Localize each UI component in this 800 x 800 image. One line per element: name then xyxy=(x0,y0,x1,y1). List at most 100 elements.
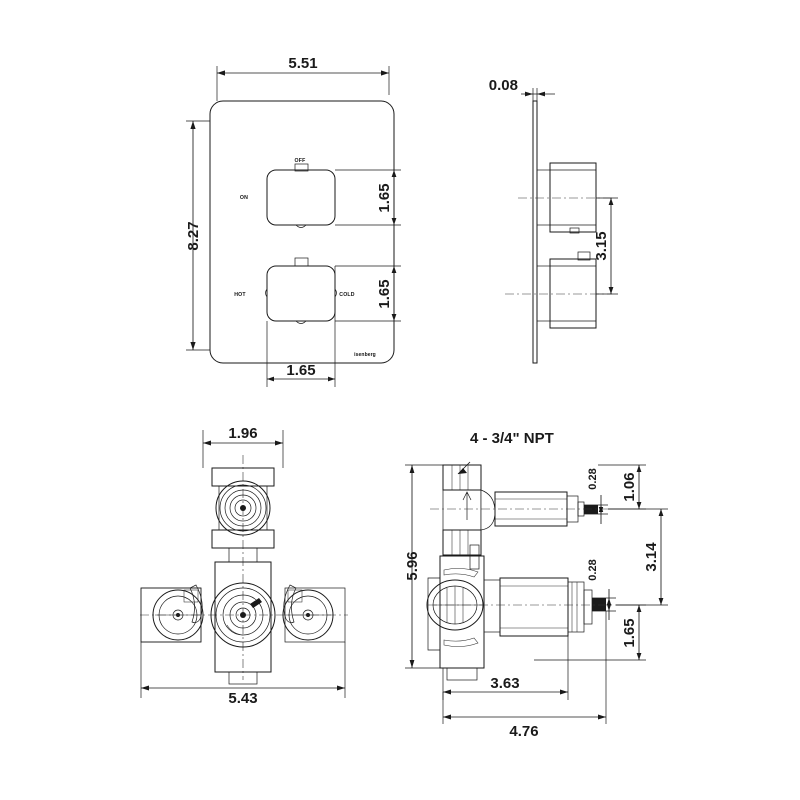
dim-valve-overall-width: 5.43 xyxy=(140,642,346,707)
top-port-ring-2 xyxy=(219,484,267,532)
main-hub-center xyxy=(240,612,246,618)
index-marker xyxy=(250,598,262,608)
dim-valve-overall-height: 5.96 xyxy=(404,464,443,669)
top-port-ring-3 xyxy=(224,489,262,527)
view-trim-plate-side: 0.08 3.15 xyxy=(489,77,618,364)
knob-body xyxy=(549,162,597,233)
hub-detail-arc xyxy=(226,624,244,636)
dim-lower-stem: 0.28 xyxy=(587,559,616,620)
arrow-head xyxy=(606,604,612,611)
arrow-head xyxy=(443,714,451,720)
callout-npt: 4 - 3/4" NPT xyxy=(457,430,554,475)
arrow-head xyxy=(598,714,606,720)
arrow-head xyxy=(203,440,211,446)
dim-handle-offset: 1.65 xyxy=(266,266,336,387)
main-hub-5 xyxy=(235,607,251,623)
upper-handle xyxy=(266,163,336,228)
dim-value-plate-height: 8.27 xyxy=(185,221,202,250)
lower-body-stub xyxy=(446,667,478,681)
arrow-head xyxy=(275,440,283,446)
arrow-head xyxy=(391,314,397,321)
dim-plate-width: 5.51 xyxy=(216,55,390,101)
main-hub-outer xyxy=(210,582,276,648)
dim-knob-spacing: 3.15 xyxy=(593,197,618,295)
right-bracket-arm xyxy=(283,584,297,623)
arrow-head xyxy=(537,91,545,97)
dim-value-upper-stem: 0.28 xyxy=(587,468,599,489)
arrow-head xyxy=(190,342,196,350)
lower-stem-spline xyxy=(592,598,606,611)
right-side-port xyxy=(282,584,346,643)
trim-plate-outline xyxy=(209,100,395,364)
view-trim-plate-front: OFF ON HOT COLD isenberg 5.51 xyxy=(185,55,401,387)
lower-cartridge-collar xyxy=(567,581,585,633)
arrow-head xyxy=(190,121,196,129)
lower-handle-body xyxy=(266,265,336,322)
upper-stem-spline xyxy=(584,505,598,514)
left-port-ring xyxy=(152,589,204,641)
arrow-head xyxy=(608,198,614,205)
arrow-head xyxy=(391,266,397,273)
arrow-head xyxy=(381,70,389,76)
dim-plate-thickness: 0.08 xyxy=(489,77,555,101)
upper-handle-notch xyxy=(295,224,307,228)
top-port xyxy=(211,467,275,563)
arrow-head xyxy=(636,465,642,472)
main-hub-2 xyxy=(215,587,271,643)
knob-tab xyxy=(569,227,580,234)
dim-value-bottom-to-lower-stem: 1.65 xyxy=(621,618,638,647)
label-hot: HOT xyxy=(234,292,246,298)
dim-upper-stem: 0.28 xyxy=(584,468,608,524)
top-port-barrel xyxy=(218,485,268,531)
lower-handle-right-detail xyxy=(334,288,337,298)
dim-value-body-depth: 3.63 xyxy=(490,675,519,692)
valve-main-body xyxy=(210,561,276,685)
upper-inlet-nut-lower xyxy=(442,529,482,556)
upper-inlet-chamber xyxy=(442,489,482,531)
view-valve-body-side: 4 - 3/4" NPT 0.28 0.28 1.06 xyxy=(404,430,668,740)
arrow-head xyxy=(409,660,415,668)
dim-value-top-to-upper-stem: 1.06 xyxy=(621,472,638,501)
dim-plate-height: 8.27 xyxy=(185,120,210,351)
knob-collar xyxy=(536,265,551,322)
arrow-head xyxy=(608,287,614,294)
plate-edge xyxy=(532,100,538,364)
lower-left-boss xyxy=(427,577,440,651)
dim-value-lower-stem: 0.28 xyxy=(587,559,599,580)
view-valve-body-front: 1.96 5.43 xyxy=(140,425,348,707)
lower-valve-assembly xyxy=(426,544,616,681)
dim-stem-spacing: 3.14 xyxy=(608,508,668,606)
lower-cartridge-body xyxy=(499,577,569,637)
left-bracket-arm xyxy=(189,584,203,623)
arrow-head xyxy=(328,376,335,382)
arrow-head xyxy=(560,689,568,695)
arrow-head xyxy=(598,507,604,514)
dim-top-to-upper-stem: 1.06 xyxy=(598,464,646,510)
dim-body-depth: 3.63 xyxy=(442,636,569,700)
lower-cartridge-shoulder xyxy=(583,589,593,625)
dim-upper-handle-height: 1.65 xyxy=(335,169,401,226)
top-port-ring-5 xyxy=(234,499,252,517)
dim-top-port-width: 1.96 xyxy=(202,425,284,468)
upper-inlet-nut xyxy=(442,464,482,491)
lower-handle-notch xyxy=(295,320,307,324)
upper-handle-indicator xyxy=(294,163,309,172)
dim-value-plate-thickness: 0.08 xyxy=(489,77,518,94)
leader-arrow xyxy=(458,468,467,474)
right-port-ring xyxy=(282,589,334,641)
knob-collar xyxy=(536,169,551,226)
dim-value-top-port-width: 1.96 xyxy=(228,425,257,442)
arrow-head xyxy=(525,91,533,97)
dim-value-stem-spacing: 3.14 xyxy=(643,542,660,572)
upper-handle-body xyxy=(266,169,336,226)
upper-bracket-detail xyxy=(443,568,479,578)
arrow-head xyxy=(337,685,345,691)
lower-vent-tube xyxy=(469,544,480,570)
label-on: ON xyxy=(240,195,248,201)
dim-lower-handle-height: 1.65 xyxy=(335,265,401,322)
lower-bracket-detail xyxy=(443,637,479,647)
bottom-stub xyxy=(228,671,258,685)
arrow-head xyxy=(658,598,664,605)
